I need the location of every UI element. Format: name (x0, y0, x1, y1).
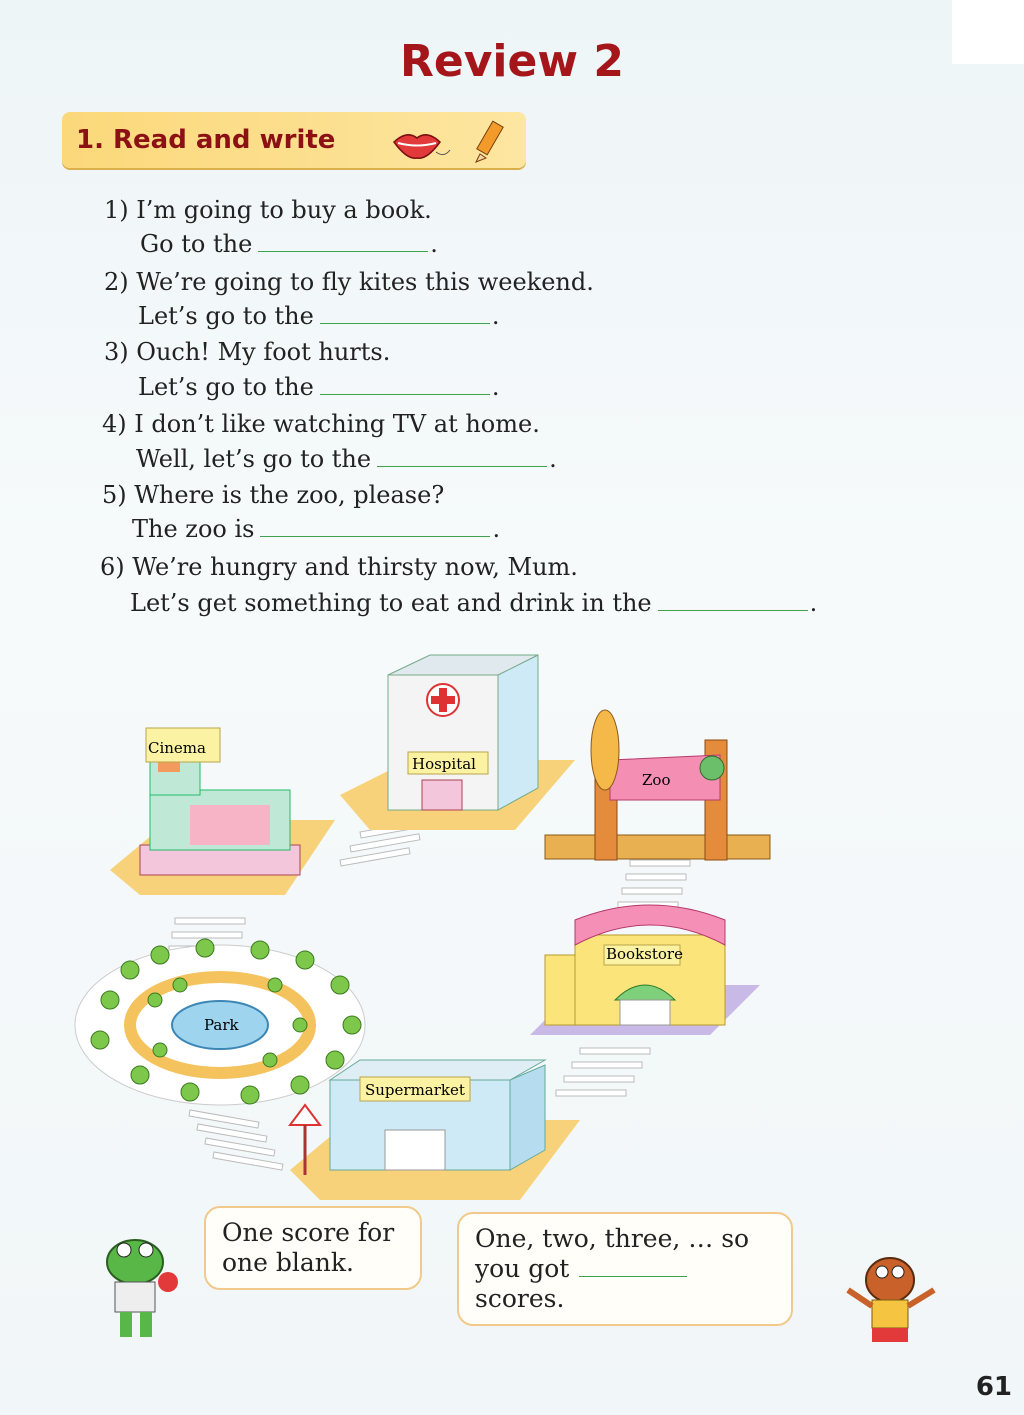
prompt-2: Let’s go to the (138, 302, 314, 330)
corner-blank (952, 0, 1024, 64)
cinema-label: Cinema (148, 739, 206, 757)
pencil-icon (474, 120, 504, 163)
answer-line-5: The zoo is. (132, 515, 501, 543)
blank-5[interactable] (260, 535, 491, 537)
page-number: 61 (975, 1372, 1012, 1402)
question-2: 2) We’re going to fly kites this weekend… (104, 268, 594, 296)
question-5: 5) Where is the zoo, please? (102, 481, 445, 509)
page-title: Review 2 (400, 36, 624, 87)
question-1: 1) I’m going to buy a book. (104, 196, 432, 224)
question-6: 6) We’re hungry and thirsty now, Mum. (100, 553, 578, 581)
bubble-right-line-1: One, two, three, … so (475, 1224, 750, 1253)
bubble-right-text-b: scores. (475, 1284, 565, 1313)
blank-6[interactable] (657, 609, 808, 611)
cinema-building (110, 727, 335, 895)
bubble-left-line-2: one blank. (222, 1248, 354, 1277)
section-heading: 1. Read and write (76, 125, 336, 155)
park-label: Park (204, 1016, 240, 1034)
town-map-illustration: Cinema Hospital Zoo Bookstore Park Super… (74, 654, 771, 1200)
bookstore-building (530, 904, 760, 1035)
speech-bubble-left: One score for one blank. (204, 1206, 422, 1290)
blank-4[interactable] (377, 465, 548, 467)
hospital-building (340, 654, 575, 830)
question-3: 3) Ouch! My foot hurts. (104, 338, 391, 366)
crosswalk (188, 1109, 284, 1171)
prompt-4: Well, let’s go to the (136, 445, 372, 473)
frog-character-icon (106, 1239, 178, 1337)
score-blank[interactable] (579, 1275, 688, 1277)
bookstore-label: Bookstore (606, 945, 683, 963)
supermarket-building (288, 1059, 580, 1200)
monkey-character-icon (846, 1257, 936, 1342)
prompt-6: Let’s get something to eat and drink in … (130, 589, 652, 617)
prompt-3: Let’s go to the (138, 373, 314, 401)
crosswalk (617, 859, 691, 909)
speech-bubble-right: One, two, three, … so you gotscores. (457, 1212, 793, 1326)
question-4: 4) I don’t like watching TV at home. (102, 410, 540, 438)
hospital-label: Hospital (412, 755, 476, 773)
prompt-5: The zoo is (132, 515, 255, 543)
zoo-label: Zoo (642, 771, 670, 789)
answer-line-2: Let’s go to the. (138, 302, 500, 330)
zoo-gate (544, 709, 771, 861)
blank-2[interactable] (319, 322, 490, 324)
bubble-right-line-2: you gotscores. (475, 1254, 775, 1314)
blank-1[interactable] (258, 250, 429, 252)
bubble-right-text-a: you got (475, 1254, 570, 1283)
park (74, 938, 366, 1106)
answer-line-4: Well, let’s go to the. (136, 445, 557, 473)
lips-icon (393, 134, 451, 159)
bubble-left-line-1: One score for (222, 1218, 395, 1247)
section-banner: 1. Read and write (62, 112, 526, 168)
blank-3[interactable] (319, 393, 490, 395)
prompt-1: Go to the (140, 230, 253, 258)
supermarket-label: Supermarket (365, 1081, 465, 1099)
answer-line-3: Let’s go to the. (138, 373, 500, 401)
answer-line-6: Let’s get something to eat and drink in … (130, 589, 818, 617)
answer-line-1: Go to the. (140, 230, 438, 258)
crosswalk (555, 1047, 651, 1097)
